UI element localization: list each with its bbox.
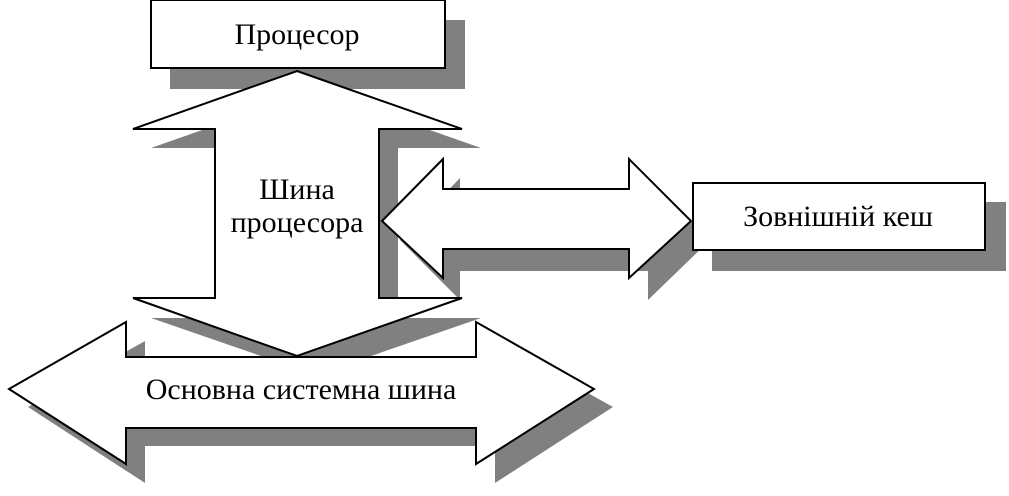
external-cache-box	[692, 182, 986, 251]
external-cache-label: Зовнішній кеш	[743, 200, 933, 233]
processor-bus-label-line1: Шина	[259, 173, 335, 206]
system-bus-arrow	[7, 320, 596, 466]
system-bus-label: Основна системна шина	[146, 373, 457, 406]
processor-box	[150, 0, 446, 69]
cache-bus-arrow	[380, 156, 693, 281]
processor-bus-label-line2: процесора	[231, 206, 364, 239]
processor-bus-arrow	[132, 69, 463, 358]
processor-label: Процесор	[234, 18, 359, 51]
